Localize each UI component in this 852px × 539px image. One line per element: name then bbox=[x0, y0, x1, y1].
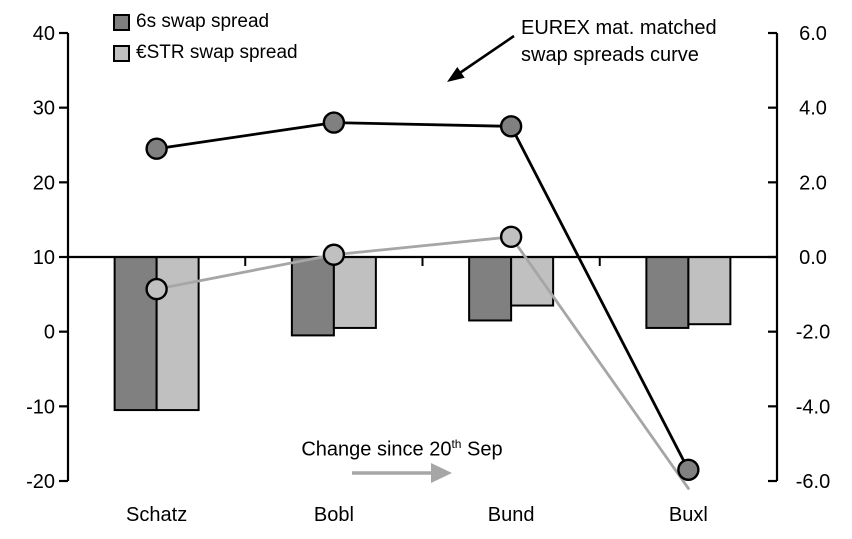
curve-annotation-arrow-shaft bbox=[458, 34, 515, 75]
change-annotation-suffix: Sep bbox=[461, 438, 503, 461]
category-label-bobl: Bobl bbox=[314, 504, 354, 526]
marker-6s-mat-matched-swap-spreads-curve-bund bbox=[499, 115, 523, 138]
change-arrow-head bbox=[431, 463, 452, 483]
bar-6s-swap-spread-bund bbox=[468, 256, 513, 322]
category-label-bund: Bund bbox=[488, 504, 535, 526]
marker--str-mat-matched-swap-spreads-curve-schatz bbox=[145, 277, 168, 301]
chart-legend: 6s swap spread €STR swap spread bbox=[113, 11, 298, 73]
left-axis-tick-label: -10 bbox=[26, 396, 55, 418]
legend-label-estr: €STR swap spread bbox=[136, 42, 298, 63]
right-axis-tick-label: 0.0 bbox=[799, 247, 827, 269]
change-annotation-text: Change since 20 bbox=[301, 438, 452, 461]
marker--str-mat-matched-swap-spreads-curve-bund bbox=[499, 225, 523, 249]
legend-swatch-6s bbox=[113, 13, 130, 31]
bar-6s-swap-spread-buxl bbox=[645, 256, 690, 329]
curve-annotation-arrow-head bbox=[447, 67, 465, 82]
left-axis-tick-label: -20 bbox=[26, 471, 55, 493]
left-axis-tick-label: 40 bbox=[33, 23, 55, 45]
right-axis-tick-label: -2.0 bbox=[796, 322, 830, 344]
bar--str-swap-spread-buxl bbox=[687, 256, 732, 326]
marker-6s-mat-matched-swap-spreads-curve-buxl bbox=[677, 458, 700, 481]
left-axis-tick-label: 10 bbox=[33, 247, 55, 269]
legend-item-6s-swap-spread: 6s swap spread bbox=[113, 11, 298, 33]
legend-label-6s: 6s swap spread bbox=[136, 11, 270, 32]
category-label-buxl: Buxl bbox=[669, 504, 708, 526]
line--str-mat-matched-swap-spreads-curve bbox=[155, 235, 690, 490]
right-axis-tick-label: 6.0 bbox=[799, 23, 827, 45]
legend-item-estr-swap-spread: €STR swap spread bbox=[113, 42, 298, 64]
left-axis-tick-label: 20 bbox=[33, 172, 55, 194]
change-annotation: Change since 20th Sep bbox=[288, 437, 516, 462]
category-label-schatz: Schatz bbox=[126, 504, 187, 526]
right-axis-tick-label: -6.0 bbox=[796, 471, 830, 493]
curve-annotation-line2: swap spreads curve bbox=[521, 44, 699, 66]
bar--str-swap-spread-bobl bbox=[332, 256, 377, 329]
bar-6s-swap-spread-bobl bbox=[290, 256, 335, 337]
change-annotation-sup: th bbox=[451, 437, 462, 451]
right-axis-tick-label: 4.0 bbox=[799, 98, 827, 120]
marker--str-mat-matched-swap-spreads-curve-bobl bbox=[322, 243, 346, 266]
marker-6s-mat-matched-swap-spreads-curve-schatz bbox=[145, 137, 168, 160]
line-6s-mat-matched-swap-spreads-curve bbox=[155, 121, 690, 472]
curve-annotation: EUREX mat. matched swap spreads curve bbox=[521, 15, 717, 69]
marker-6s-mat-matched-swap-spreads-curve-bobl bbox=[322, 111, 346, 134]
legend-swatch-estr bbox=[113, 44, 130, 62]
right-axis-tick-label: -4.0 bbox=[796, 396, 830, 418]
left-axis-tick-label: 0 bbox=[44, 322, 55, 344]
left-axis-tick-label: 30 bbox=[33, 98, 55, 120]
curve-annotation-line1: EUREX mat. matched bbox=[521, 17, 717, 39]
right-axis-tick-label: 2.0 bbox=[799, 172, 827, 194]
